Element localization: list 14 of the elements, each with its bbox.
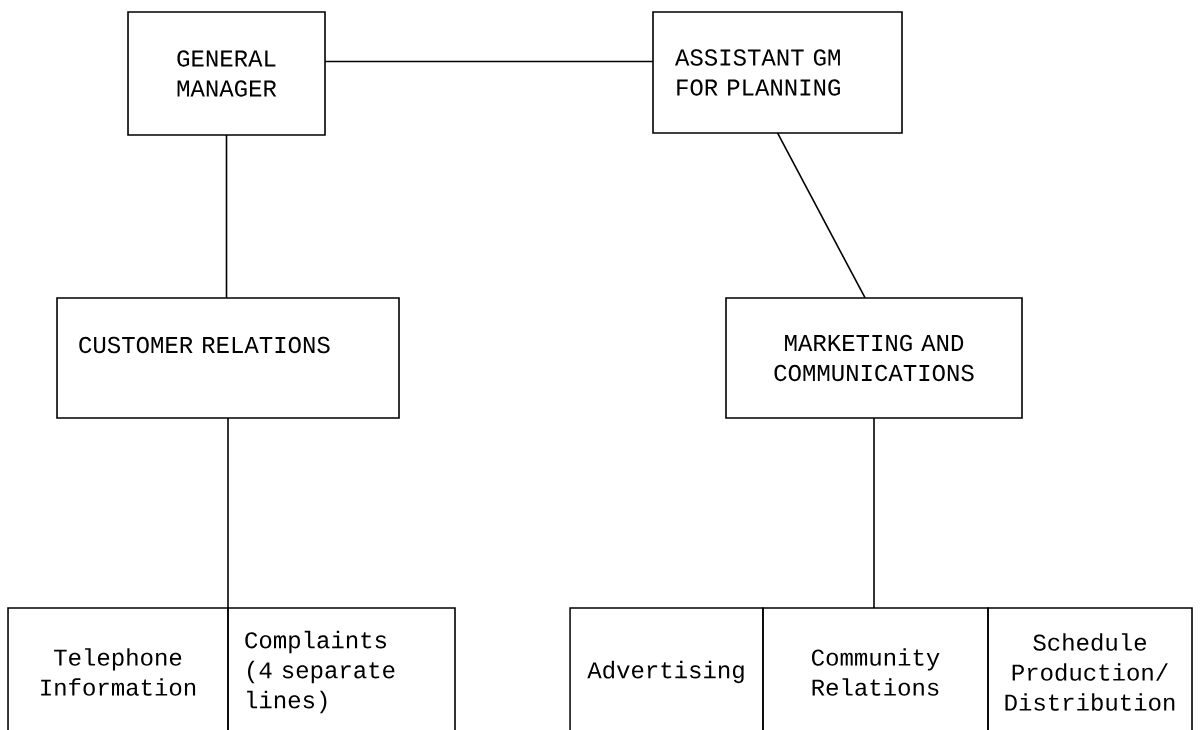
org-box: Schedule Production/ Distribution	[987, 607, 1193, 730]
org-box: CUSTOMER RELATIONS	[56, 297, 400, 419]
org-box: ASSISTANT GM FOR PLANNING	[652, 11, 903, 134]
org-box: Telephone Information	[7, 607, 229, 730]
org-box: GENERAL MANAGER	[127, 11, 326, 136]
connector-line	[225, 134, 228, 299]
connector-line	[873, 417, 875, 609]
connector-line	[227, 417, 229, 609]
org-box: Community Relations	[762, 607, 989, 730]
connector-line	[776, 132, 866, 299]
org-box: MARKETING AND COMMUNICATIONS	[725, 297, 1023, 419]
org-box: Complaints (4 separate lines)	[227, 607, 456, 730]
org-box: Advertising	[569, 607, 764, 730]
connector-line	[324, 60, 654, 63]
